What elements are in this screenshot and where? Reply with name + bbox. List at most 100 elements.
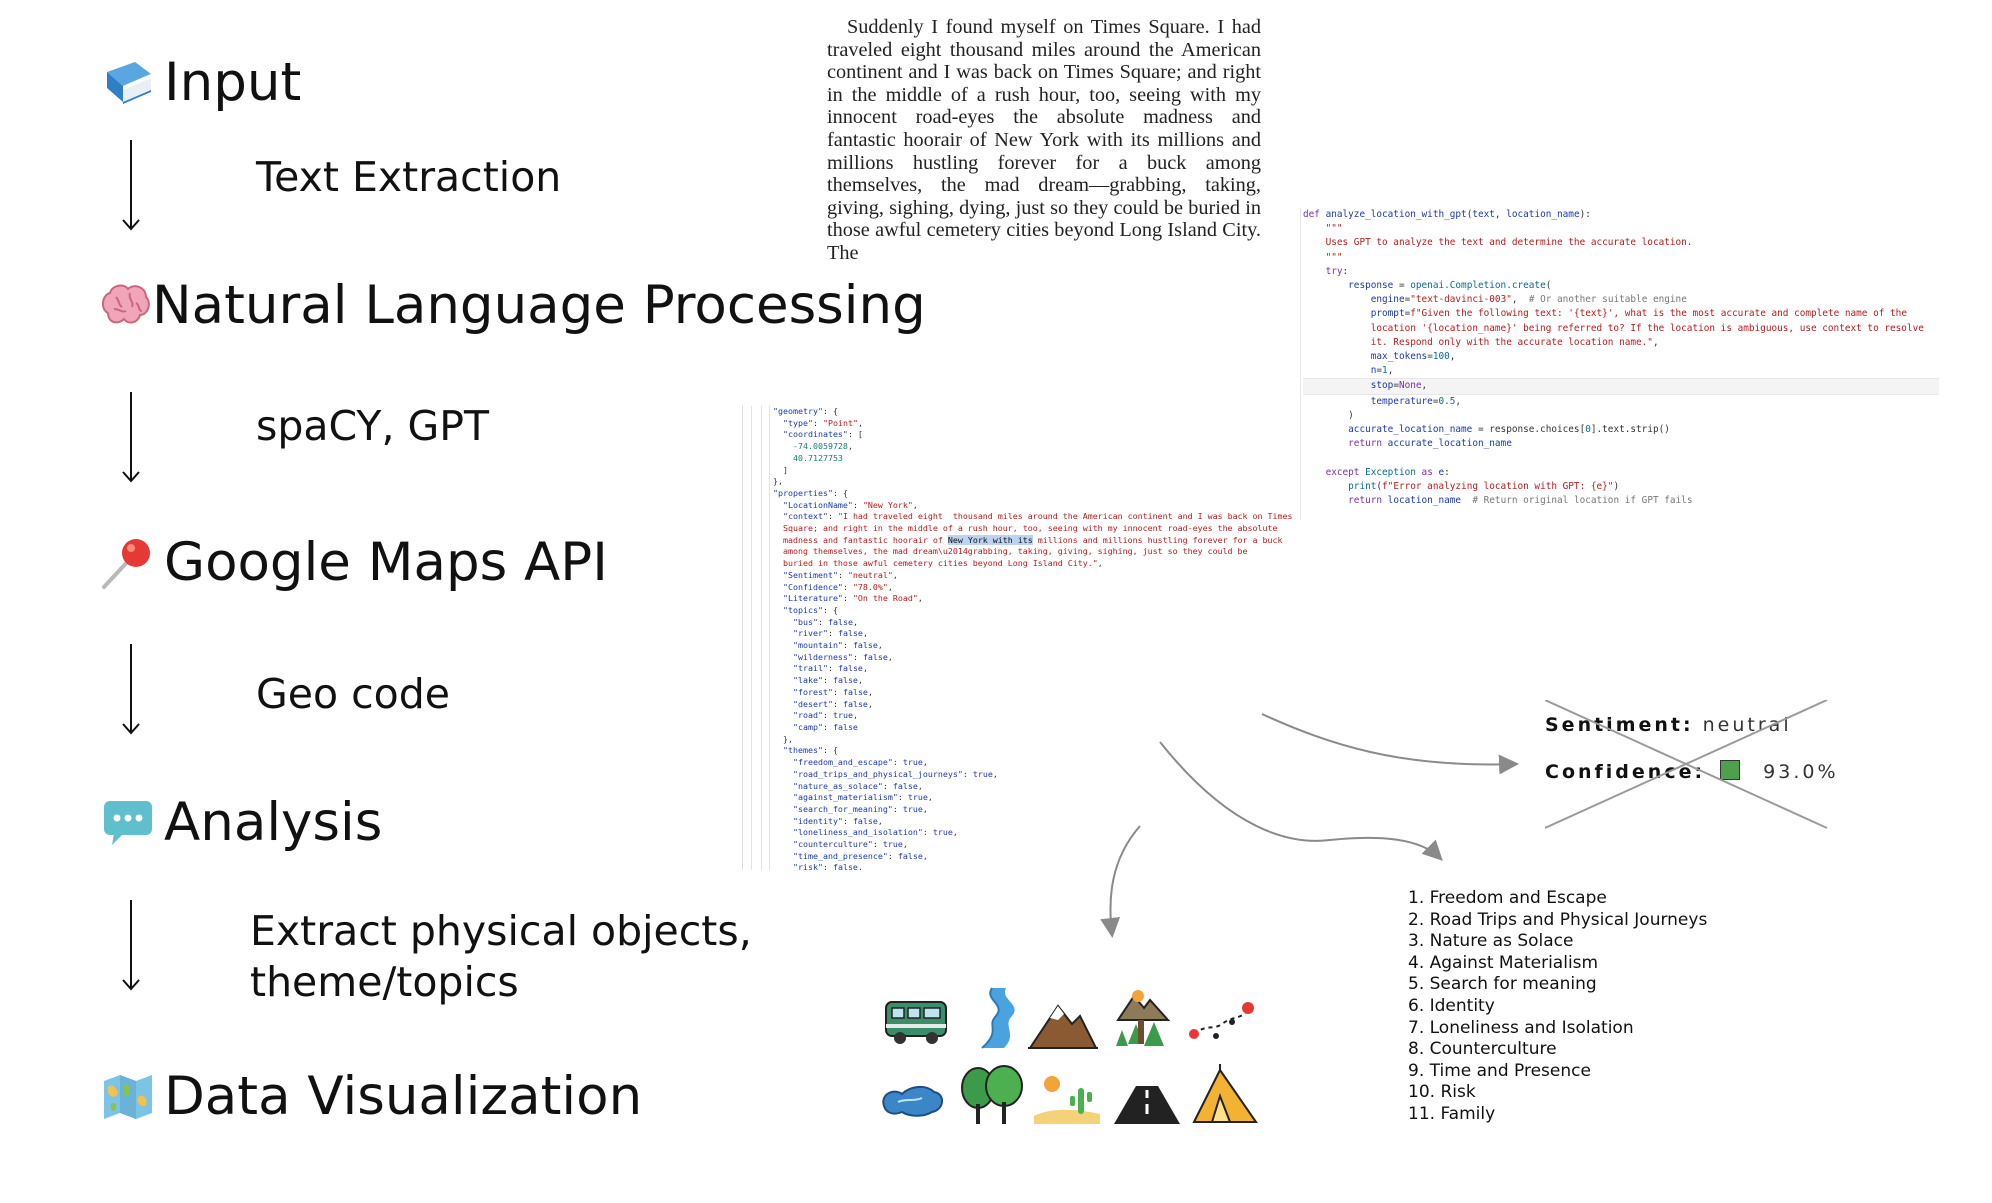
code-line: return location_name # Return original l…	[1303, 494, 1939, 508]
json-line: "themes": {	[773, 745, 1303, 757]
code-token: engine	[1303, 294, 1405, 306]
code-token: Exception	[1365, 466, 1416, 478]
code-token: "desert"	[773, 698, 833, 709]
json-line: ]	[773, 465, 1303, 477]
sentiment-value: neutral	[1702, 714, 1792, 736]
confidence-color-swatch	[1720, 760, 1741, 780]
code-token: (	[1466, 209, 1473, 220]
code-token: return	[1303, 495, 1388, 507]
code-token: false	[852, 640, 878, 651]
json-line: "coordinates": [	[773, 429, 1303, 441]
confidence-label: Confidence:	[1545, 761, 1706, 783]
code-token: "neutral"	[847, 569, 893, 580]
code-token: "road_trips_and_physical_journeys"	[773, 768, 963, 779]
code-line: def analyze_location_with_gpt(text, loca…	[1303, 208, 1939, 222]
code-token: ,	[862, 663, 868, 674]
code-token: :	[842, 815, 853, 826]
code-token: :	[842, 581, 853, 592]
json-line: "wilderness": false,	[773, 652, 1303, 664]
code-token: f"Error analyzing location with GPT: {e}…	[1382, 480, 1614, 492]
json-line: "nature_as_solace": false,	[773, 781, 1303, 793]
json-line: "loneliness_and_isolation": true,	[773, 827, 1303, 839]
code-token: },	[773, 733, 793, 744]
code-token: ,	[857, 862, 863, 873]
code-token: :	[892, 803, 903, 814]
step-extract-objects: Extract physical objects, theme/topics	[250, 906, 752, 1008]
code-token: "road"	[773, 710, 823, 721]
code-token: false	[852, 815, 878, 826]
confidence-row: Confidence: 93.0%	[1545, 760, 1839, 783]
json-line: "risk": false,	[773, 862, 1303, 874]
code-token: 100	[1432, 351, 1450, 363]
json-line: Square; and right in the middle of a rus…	[773, 523, 1303, 535]
theme-list-item: 10. Risk	[1408, 1082, 1476, 1103]
code-line: max_tokens=100,	[1303, 350, 1939, 364]
code-line: engine="text-davinci-003", # Or another …	[1303, 293, 1939, 307]
code-token: false	[892, 780, 918, 791]
code-token: false	[832, 862, 858, 873]
code-token: return	[1303, 438, 1388, 450]
arrow-down-icon	[122, 140, 140, 231]
json-line: buried in those awful cemetery cities be…	[773, 558, 1303, 570]
code-token: """	[1303, 223, 1343, 235]
code-token: "Literature"	[773, 593, 843, 604]
code-token: openai.Completion.create	[1410, 280, 1546, 292]
code-token: :	[872, 839, 883, 850]
arrow-down-icon	[122, 644, 140, 735]
code-token: "type"	[773, 417, 813, 428]
arrow-down-icon	[122, 900, 140, 991]
trail-icon	[1189, 1002, 1254, 1039]
arrow-down-icon	[122, 392, 140, 483]
code-token: """	[1303, 251, 1343, 263]
json-line: "mountain": false,	[773, 640, 1303, 652]
json-line: "properties": {	[773, 488, 1303, 500]
code-token: ,	[877, 815, 883, 826]
code-token: ,	[847, 441, 853, 452]
code-token: : {	[832, 487, 848, 498]
code-token: "search_for_meaning"	[773, 803, 893, 814]
code-token: "risk"	[773, 862, 823, 873]
code-token: ,	[887, 651, 893, 662]
code-token: "themes"	[773, 745, 823, 756]
code-token: = response.choices[	[1472, 424, 1586, 436]
sentiment-row: Sentiment: neutral	[1545, 714, 1792, 736]
json-line: madness and fantastic hoorair of New Yor…	[773, 534, 1303, 547]
code-token: ,	[1455, 395, 1462, 407]
code-token: "I had traveled eight thousand miles aro…	[837, 511, 1293, 522]
stage-label: Analysis	[164, 792, 383, 853]
code-token: ,	[892, 569, 898, 580]
code-token: :	[882, 780, 893, 791]
code-token: ,	[1449, 351, 1456, 363]
code-token: (	[1545, 280, 1552, 292]
stage-analysis: Analysis	[100, 792, 382, 853]
code-token: =	[1432, 395, 1439, 407]
code-token: true	[902, 757, 923, 768]
code-token: f"Given the following text: '{text}', wh…	[1410, 308, 1907, 320]
code-token: location '{location_name}' being referre…	[1303, 322, 1924, 334]
code-token: ,	[887, 581, 893, 592]
code-token: :	[1444, 466, 1450, 478]
code-token: :	[852, 499, 863, 510]
stage-data-visualization: Data Visualization	[100, 1066, 642, 1127]
code-token: # Return original location if GPT fails	[1472, 495, 1693, 507]
stage-nlp: Natural Language Processing	[100, 275, 926, 336]
step-spacy-gpt: spaCY, GPT	[256, 402, 490, 450]
json-line: "forest": false,	[773, 687, 1303, 699]
code-token: : [	[847, 429, 863, 440]
arrow-to-themes	[1159, 741, 1443, 861]
theme-list-item: 4. Against Materialism	[1408, 952, 1599, 973]
code-token: false	[842, 686, 868, 697]
theme-list-item: 9. Time and Presence	[1408, 1060, 1591, 1081]
code-token: :	[1342, 265, 1349, 277]
code-token: =	[1393, 280, 1411, 292]
code-token: ,	[857, 417, 863, 428]
code-token: n	[1303, 365, 1377, 377]
json-line: "counterculture": true,	[773, 839, 1303, 851]
code-token: : {	[822, 406, 838, 416]
code-token: ].text.strip()	[1590, 424, 1670, 436]
code-token: true	[902, 803, 923, 814]
code-token: ,	[867, 686, 873, 697]
code-token: temperature	[1303, 395, 1433, 407]
json-line: "trail": false,	[773, 663, 1303, 675]
code-token: "Confidence"	[773, 581, 843, 592]
